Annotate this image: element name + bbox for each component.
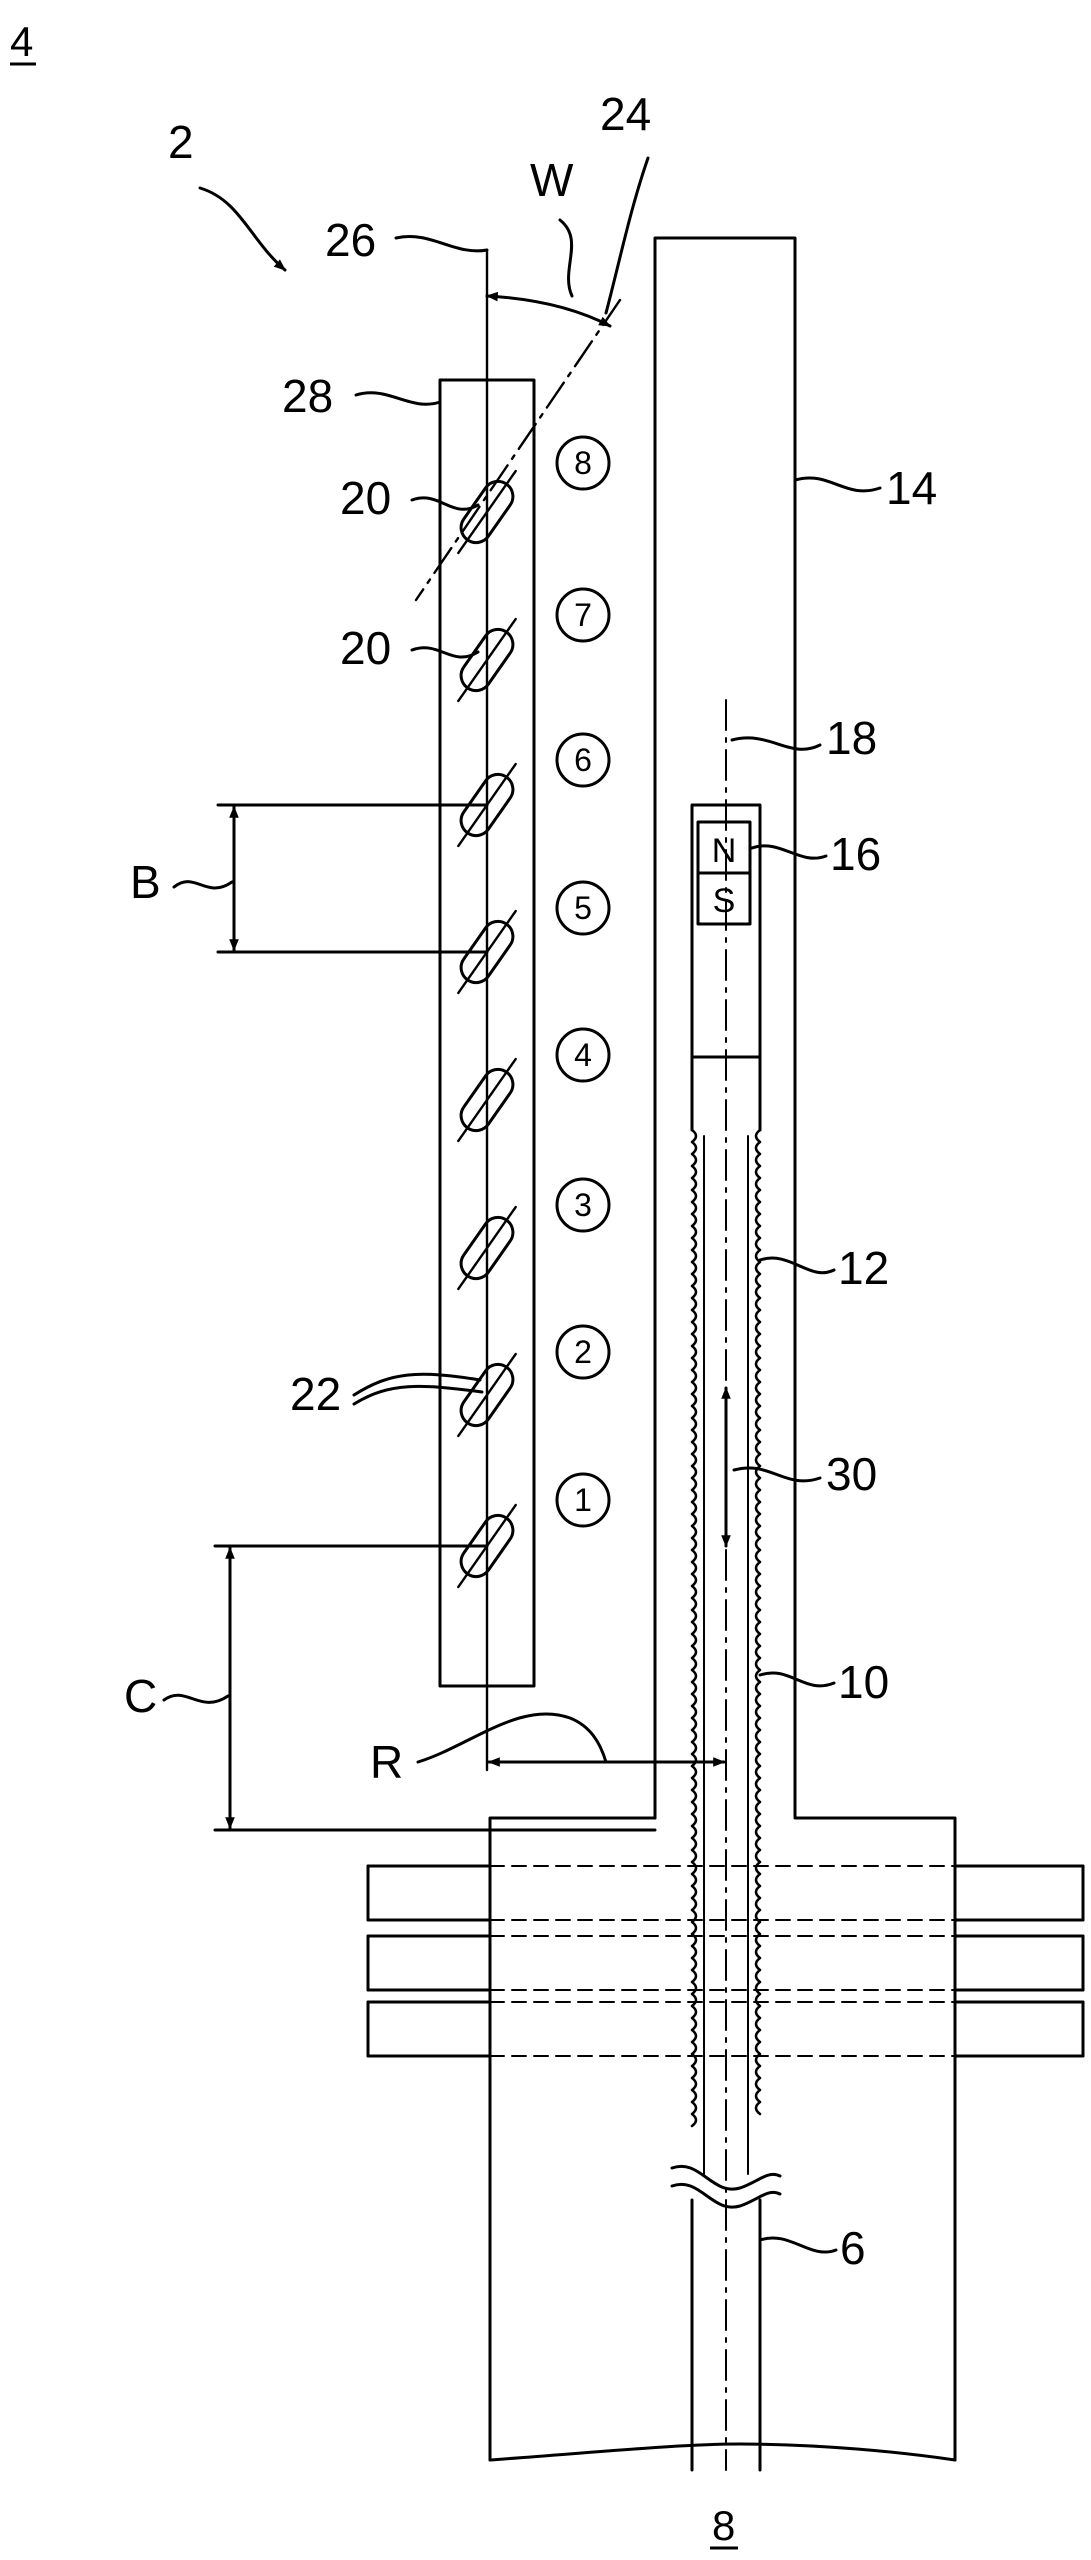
position-label: 2 [574, 1334, 592, 1370]
leader-18 [730, 736, 822, 751]
label-switch-upper: 20 [340, 472, 391, 524]
leader-22 [352, 1372, 482, 1397]
housing-break-line [488, 2442, 957, 2462]
magnet-pole-north: N [712, 832, 737, 870]
bottom-label: 8 [712, 2502, 735, 2549]
leader-12 [758, 1256, 836, 1275]
leader-10 [758, 1671, 836, 1688]
magnet-pole-south: S [713, 882, 736, 920]
label-movement: 30 [826, 1448, 877, 1500]
label-contact: 22 [290, 1368, 341, 1420]
label-offset: C [124, 1670, 157, 1722]
position-label: 7 [574, 597, 592, 633]
label-axis: 18 [826, 712, 877, 764]
leader-20-lower [410, 646, 480, 659]
spindle-break [670, 2164, 782, 2191]
label-magnet: 16 [830, 828, 881, 880]
leader-6 [758, 2236, 838, 2254]
angle-arc-w [485, 291, 612, 328]
leader-16 [750, 844, 828, 860]
position-label: 6 [574, 742, 592, 778]
label-vertical-axis: 26 [325, 214, 376, 266]
leader-24 [604, 156, 650, 315]
spindle-12-threads [690, 1128, 762, 2175]
position-numbers: 8 7 6 5 4 3 2 1 [574, 445, 592, 1518]
label-switch-lower: 20 [340, 622, 391, 674]
label-spindle: 12 [838, 1242, 889, 1294]
reed-switches-20 [457, 469, 517, 1589]
flange-plates [366, 1864, 1085, 2058]
position-label: 3 [574, 1187, 592, 1223]
position-label: 4 [574, 1037, 592, 1073]
leader-30 [732, 1466, 822, 1483]
position-circles [555, 435, 611, 1528]
label-nut: 10 [838, 1656, 889, 1708]
position-label: 1 [574, 1482, 592, 1518]
label-pitch: B [130, 856, 161, 908]
label-radius: R [370, 1736, 403, 1788]
label-angle: W [530, 154, 574, 206]
position-label: 5 [574, 890, 592, 926]
housing-base-left [488, 1816, 657, 2462]
leader-14 [793, 476, 882, 493]
leader-26 [394, 235, 489, 253]
leader-28 [354, 391, 442, 406]
label-housing: 14 [886, 462, 937, 514]
housing-outline [653, 236, 957, 2462]
inclination-axis-24 [414, 298, 622, 602]
assembly-leader [198, 186, 287, 272]
position-label: 8 [574, 445, 592, 481]
leader-20-upper [410, 496, 480, 511]
label-shaft: 6 [840, 2222, 866, 2274]
label-inclination-axis: 24 [600, 88, 651, 140]
label-carrier: 28 [282, 370, 333, 422]
figure-label: 4 [10, 18, 33, 65]
label-assembly: 2 [168, 116, 194, 168]
